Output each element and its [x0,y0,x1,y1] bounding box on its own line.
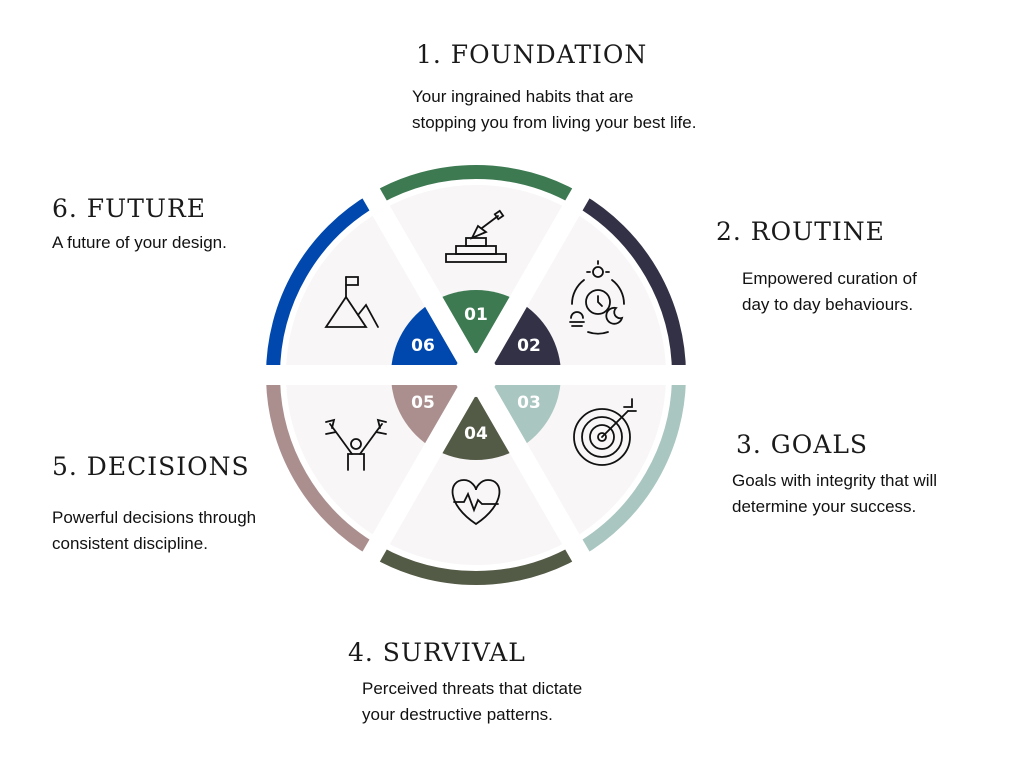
desc-line: A future of your design. [52,233,227,252]
desc-line: consistent discipline. [52,534,208,553]
pyramid-trowel-icon [445,209,507,263]
crossroads-icon [325,418,387,471]
desc-line: day to day behaviours. [742,295,914,314]
step-4-title: 4. SURVIVAL [348,638,526,667]
target-icon [573,398,637,466]
step-number-04: 04 [464,424,488,444]
step-6-title: 6. FUTURE [52,194,207,223]
step-1-description: Your ingrained habits that are stopping … [412,84,696,136]
step-number-05: 05 [411,393,435,413]
outer-ring-segment-02 [573,193,686,376]
desc-line: Goals with integrity that will [732,471,938,490]
outer-ring-segment-06 [266,193,379,376]
step-number-03: 03 [517,393,541,413]
desc-line: your destructive patterns. [362,705,553,724]
desc-line: Perceived threats that dictate [362,679,583,698]
desc-line: Your ingrained habits that are [412,87,634,106]
step-5-description: Powerful decisions through consistent di… [52,505,256,557]
step-5-title: 5. DECISIONS [52,452,250,481]
outer-ring-segment-04 [371,544,581,585]
step-4-description: Perceived threats that dictate your dest… [362,676,582,728]
outer-ring-segment-05 [266,374,379,557]
segment-background-04 [381,375,571,565]
inner-wedge-01 [433,289,519,375]
step-1-title: 1. FOUNDATION [416,40,648,69]
step-2-title: 2. ROUTINE [716,217,885,246]
desc-line: stopping you from living your best life. [412,113,697,132]
desc-line: Powerful decisions through [52,508,257,527]
step-3-title: 3. GOALS [736,430,869,459]
segment-background-01 [381,184,571,375]
daily-cycle-icon [569,260,625,335]
step-number-01: 01 [464,305,488,325]
mountain-flag-icon [324,276,379,328]
center-hole [454,353,498,397]
step-2-description: Empowered curation of day to day behavio… [742,266,917,318]
step-number-02: 02 [517,336,541,356]
step-number-06: 06 [411,336,435,356]
step-6-description: A future of your design. [52,230,227,256]
step-3-description: Goals with integrity that will determine… [732,468,937,520]
heartbeat-icon [451,479,501,526]
desc-line: determine your success. [732,497,917,516]
outer-ring-segment-03 [573,374,686,557]
desc-line: Empowered curation of [742,269,917,288]
outer-ring-segment-01 [371,165,581,206]
inner-wedge-04 [433,375,519,460]
